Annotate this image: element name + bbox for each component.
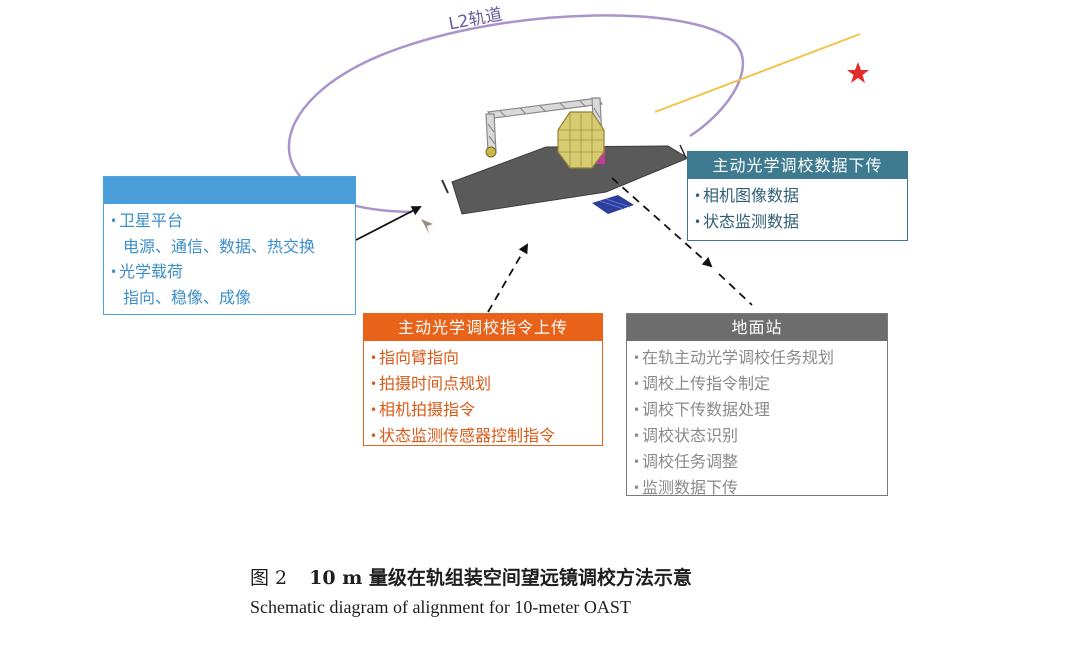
l2-orbit-path: [287, 14, 745, 214]
bullet-icon: •: [633, 481, 641, 495]
downlink-item: •状态监测数据: [694, 209, 899, 235]
star-icon: [847, 62, 869, 83]
satellite-item-platform: •卫星平台: [110, 208, 347, 234]
bullet-icon: •: [370, 429, 378, 443]
ground-item: •在轨主动光学调校任务规划: [633, 345, 879, 371]
ground-item: •调校下传数据处理: [633, 397, 879, 423]
uplink-box-header: 主动光学调校指令上传: [364, 314, 602, 341]
figure-caption-cn: 图 2 10 m 量级在轨组装空间望远镜调校方法示意: [250, 563, 692, 590]
bullet-icon: •: [110, 265, 118, 279]
bullet-icon: •: [633, 455, 641, 469]
telescope-icon: [441, 97, 690, 215]
uplink-item: •拍摄时间点规划: [370, 371, 594, 397]
bullet-icon: •: [633, 429, 641, 443]
bullet-icon: •: [633, 403, 641, 417]
bullet-icon: •: [370, 351, 378, 365]
uplink-arrow: [487, 243, 529, 313]
satellite-item-payload: •光学载荷: [110, 259, 347, 285]
uplink-item: •指向臂指向: [370, 345, 594, 371]
uplink-item: •状态监测传感器控制指令: [370, 423, 594, 449]
satellite-box-header: [104, 177, 355, 204]
bullet-icon: •: [694, 189, 702, 203]
l2-point-icon: [421, 219, 433, 234]
downlink-item: •相机图像数据: [694, 183, 899, 209]
ground-item: •调校状态识别: [633, 423, 879, 449]
bullet-icon: •: [110, 214, 118, 228]
satellite-item-payload-detail: 指向、稳像、成像: [123, 288, 252, 307]
ground-item: •监测数据下传: [633, 475, 879, 501]
ground-link-line: [718, 273, 753, 306]
bullet-icon: •: [694, 215, 702, 229]
ground-item: •调校任务调整: [633, 449, 879, 475]
downlink-box: 主动光学调校数据下传 •相机图像数据 •状态监测数据: [687, 151, 908, 241]
satellite-arrow: [355, 206, 422, 241]
bullet-icon: •: [370, 403, 378, 417]
figure-number: 图 2: [250, 567, 288, 589]
solar-panel-icon: [592, 195, 634, 214]
uplink-item: •相机拍摄指令: [370, 397, 594, 423]
figure-title-cn: 10 m 量级在轨组装空间望远镜调校方法示意: [309, 567, 692, 589]
satellite-info-box: •卫星平台 电源、通信、数据、热交换 •光学载荷 指向、稳像、成像: [103, 176, 356, 315]
bullet-icon: •: [633, 351, 641, 365]
ground-box-header: 地面站: [627, 314, 887, 341]
ground-item: •调校上传指令制定: [633, 371, 879, 397]
figure-caption-en: Schematic diagram of alignment for 10-me…: [250, 597, 631, 617]
downlink-box-header: 主动光学调校数据下传: [688, 152, 907, 179]
ground-station-box: 地面站 •在轨主动光学调校任务规划 •调校上传指令制定 •调校下传数据处理 •调…: [626, 313, 888, 497]
satellite-item-platform-detail: 电源、通信、数据、热交换: [123, 237, 316, 256]
sun-ray: [654, 33, 861, 113]
uplink-box: 主动光学调校指令上传 •指向臂指向 •拍摄时间点规划 •相机拍摄指令 •状态监测…: [363, 313, 603, 446]
bullet-icon: •: [633, 377, 641, 391]
bullet-icon: •: [370, 377, 378, 391]
